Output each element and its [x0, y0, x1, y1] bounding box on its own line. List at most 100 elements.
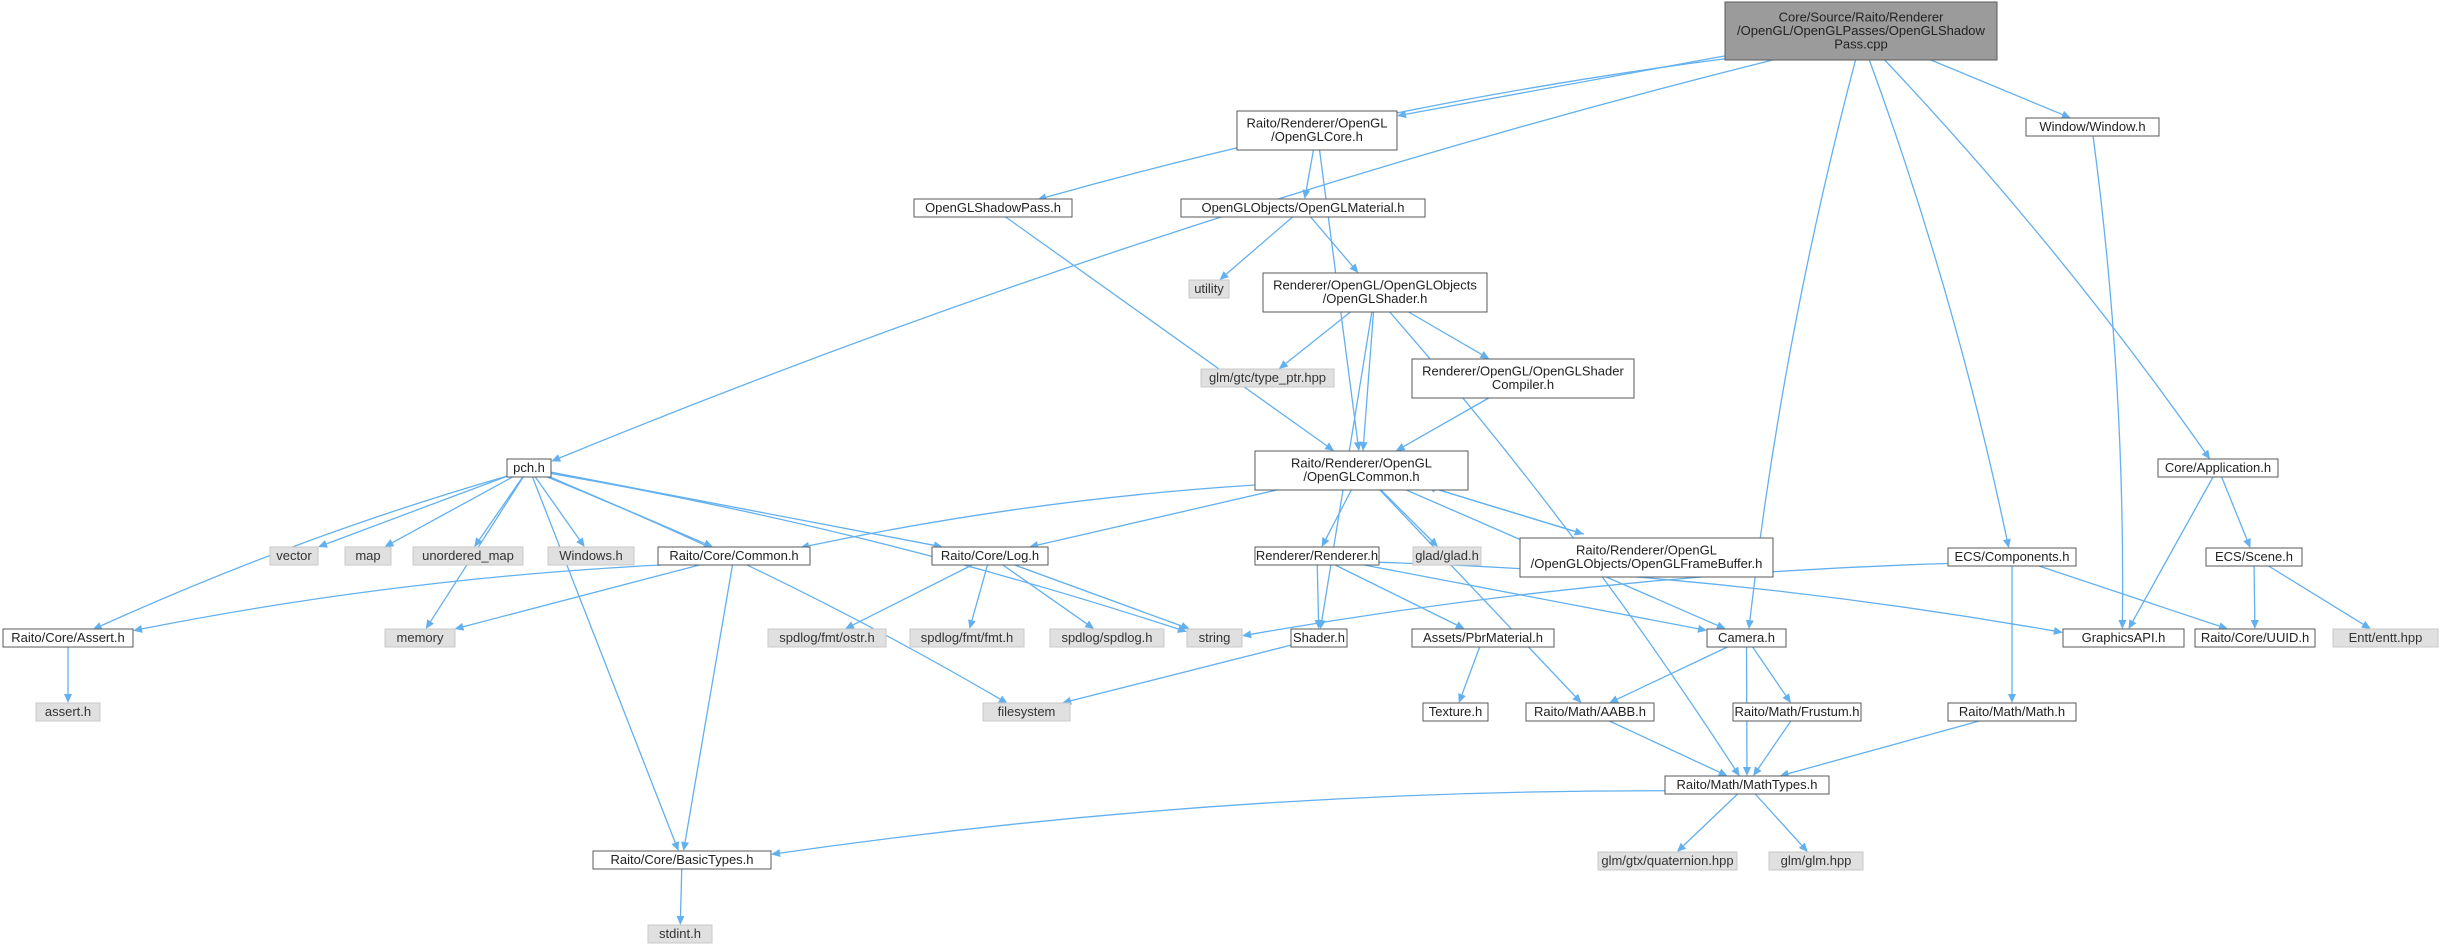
edge-arrowhead	[1359, 441, 1368, 451]
node-basictypes[interactable]: Raito/Core/BasicTypes.h	[592, 850, 772, 870]
node-map: map	[344, 546, 392, 566]
edge-pch-to-basictypes	[531, 476, 679, 851]
node-label: Raito/Math/MathTypes.h	[1677, 777, 1818, 792]
node-core[interactable]: Raito/Renderer/OpenGL/OpenGLCore.h	[1236, 110, 1398, 151]
node-aabb[interactable]: Raito/Math/AABB.h	[1525, 702, 1655, 722]
node-label: /OpenGLObjects/OpenGLFrameBuffer.h	[1531, 556, 1763, 571]
edge-arrowhead	[425, 619, 434, 629]
node-frustum[interactable]: Raito/Math/Frustum.h	[1732, 702, 1862, 722]
edge-line	[1884, 59, 2206, 453]
edge-arrowhead	[1180, 622, 1190, 630]
edge-arrowhead	[551, 454, 562, 462]
edge-shader-to-filesystem	[1062, 644, 1292, 705]
node-corecommon[interactable]: Raito/Core/Common.h	[657, 546, 811, 566]
edge-line	[1225, 216, 1293, 275]
node-material[interactable]: OpenGLObjects/OpenGLMaterial.h	[1180, 198, 1426, 218]
node-components[interactable]: ECS/Components.h	[1947, 547, 2077, 567]
edge-line	[1408, 311, 1482, 356]
edge-arrowhead	[1302, 189, 1311, 199]
node-log[interactable]: Raito/Core/Log.h	[931, 546, 1049, 566]
node-box	[1411, 358, 1635, 399]
edge-line	[141, 564, 661, 630]
edge-arrowhead	[1084, 620, 1095, 629]
edge-pch-to-filesystem	[547, 476, 1008, 704]
edge-app-to-scene	[2221, 476, 2251, 548]
edge-arrowhead	[2003, 538, 2011, 549]
edge-arrowhead	[2361, 620, 2371, 629]
node-windows: Windows.h	[547, 546, 635, 566]
edge-line	[1434, 488, 1584, 535]
edge-arrowhead	[1397, 110, 1407, 119]
node-label: Entt/entt.hpp	[2349, 630, 2423, 645]
node-framebuffer[interactable]: Raito/Renderer/OpenGL/OpenGLObjects/Open…	[1519, 537, 1774, 578]
node-shadowpass[interactable]: OpenGLShadowPass.h	[913, 198, 1073, 218]
node-label: Pass.cpp	[1834, 36, 1887, 51]
node-texture[interactable]: Texture.h	[1422, 702, 1489, 722]
edge-app-to-graphicsapi	[2128, 476, 2214, 629]
edge-arrowhead	[844, 621, 855, 629]
node-shader_h[interactable]: Renderer/OpenGL/OpenGLObjects/OpenGLShad…	[1262, 272, 1488, 313]
edge-line	[100, 475, 508, 627]
node-pbr[interactable]: Assets/PbrMaterial.h	[1411, 628, 1555, 648]
node-label: Core/Source/Raito/Renderer	[1779, 9, 1944, 24]
edge-shader_h-to-common_gl	[1359, 311, 1375, 451]
edge-line	[1014, 564, 1182, 627]
node-window[interactable]: Window/Window.h	[2025, 117, 2160, 137]
edge-root-to-pch	[551, 59, 1773, 462]
edge-arrowhead	[1798, 842, 1808, 852]
node-label: Raito/Core/Common.h	[669, 548, 798, 563]
node-assert[interactable]: Raito/Core/Assert.h	[2, 628, 134, 648]
edge-line	[2092, 135, 2124, 621]
node-label: spdlog/spdlog.h	[1061, 630, 1152, 645]
edge-arrowhead	[1715, 621, 1726, 630]
node-box	[1049, 628, 1165, 648]
node-box	[2332, 628, 2439, 648]
node-graphicsapi[interactable]: GraphicsAPI.h	[2062, 628, 2185, 648]
node-fmt: spdlog/fmt/fmt.h	[909, 628, 1025, 648]
node-box	[1254, 546, 1380, 566]
edge-pbr-to-texture	[1458, 646, 1481, 703]
edge-arrowhead	[1458, 693, 1466, 703]
node-label: Raito/Core/Log.h	[941, 548, 1039, 563]
node-mathtypes[interactable]: Raito/Math/MathTypes.h	[1664, 775, 1830, 795]
node-label: Raito/Core/UUID.h	[2201, 630, 2309, 645]
node-label: Raito/Math/AABB.h	[1534, 704, 1646, 719]
node-math[interactable]: Raito/Math/Math.h	[1947, 702, 2077, 722]
node-shader[interactable]: Shader.h	[1290, 628, 1348, 648]
node-label: Raito/Core/BasicTypes.h	[610, 852, 753, 867]
edge-mathtypes-to-glmhpp	[1754, 793, 1808, 852]
node-label: ECS/Scene.h	[2215, 549, 2293, 564]
edge-material-to-utility	[1219, 216, 1293, 280]
edge-arrowhead	[2060, 110, 2071, 119]
node-label: unordered_map	[422, 548, 514, 563]
node-camera[interactable]: Camera.h	[1706, 628, 1787, 648]
edge-arrowhead	[576, 537, 585, 547]
edge-arrowhead	[1742, 766, 1751, 776]
node-label: Assets/PbrMaterial.h	[1423, 630, 1543, 645]
node-box	[2025, 117, 2160, 137]
edge-basictypes-to-stdint	[676, 868, 685, 925]
node-root[interactable]: Core/Source/Raito/Renderer/OpenGL/OpenGL…	[1724, 1, 1998, 61]
node-label: assert.h	[45, 704, 91, 719]
edge-line	[684, 564, 734, 843]
node-label: Camera.h	[1718, 630, 1775, 645]
node-label: OpenGLShadowPass.h	[925, 200, 1061, 215]
node-label: Core/Application.h	[2165, 460, 2271, 475]
node-scene[interactable]: ECS/Scene.h	[2205, 547, 2303, 567]
node-box	[1706, 628, 1787, 648]
edge-camera-to-aabb	[1609, 646, 1728, 703]
edge-components-to-uuid	[2038, 565, 2228, 630]
edge-arrowhead	[1242, 630, 1252, 639]
edge-line	[1364, 564, 1699, 630]
edge-arrowhead	[1278, 360, 1289, 369]
node-vector: vector	[269, 546, 319, 566]
node-app[interactable]: Core/Application.h	[2157, 458, 2279, 478]
node-label: /OpenGLCore.h	[1271, 129, 1363, 144]
node-pch[interactable]: pch.h	[506, 458, 552, 478]
node-renderer[interactable]: Renderer/Renderer.h	[1254, 546, 1380, 566]
node-umap: unordered_map	[412, 546, 524, 566]
node-common_gl[interactable]: Raito/Renderer/OpenGL/OpenGLCommon.h	[1254, 450, 1469, 491]
node-uuid[interactable]: Raito/Core/UUID.h	[2194, 628, 2316, 648]
